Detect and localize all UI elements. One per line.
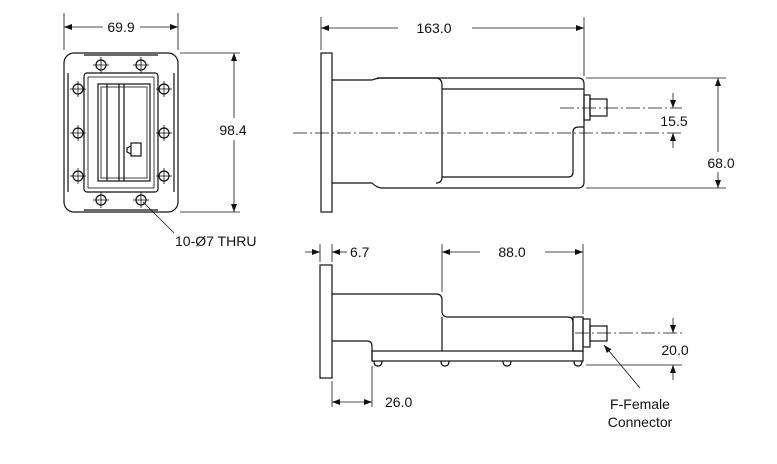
foot-icon: [373, 360, 383, 367]
bolt-hole-icon: [133, 57, 149, 73]
base-offset-dimension: 26.0: [385, 394, 412, 410]
mounting-feet: [373, 360, 583, 367]
mounting-holes: [70, 57, 172, 208]
front-height-dimension: 98.4: [219, 122, 246, 138]
foot-icon: [440, 360, 450, 367]
bolt-hole-icon: [70, 81, 86, 97]
connector-height-dimension: 20.0: [661, 342, 688, 358]
side-view: 6.7 88.0 26.0 20.0 F-Female Connector: [305, 244, 689, 430]
f-female-connector-icon: [589, 325, 608, 342]
connector-note-line2: Connector: [608, 414, 673, 430]
bolt-hole-icon: [93, 192, 109, 208]
connector-note-line1: F-Female: [610, 396, 670, 412]
bolt-hole-icon: [70, 168, 86, 184]
foot-icon: [573, 360, 583, 367]
bolt-hole-icon: [70, 125, 86, 141]
bolt-hole-icon: [156, 125, 172, 141]
bolt-hole-icon: [133, 192, 149, 208]
bolt-hole-icon: [93, 57, 109, 73]
bolt-hole-icon: [156, 81, 172, 97]
body-height-dimension: 68.0: [707, 155, 734, 171]
connector-offset-dimension: 15.5: [660, 113, 687, 129]
bolt-hole-icon: [156, 168, 172, 184]
front-view: 69.9 98.4 10-Ø7 THRU: [63, 13, 256, 249]
top-view: 163.0 15.5 68.0: [293, 17, 735, 213]
front-width-dimension: 69.9: [107, 19, 134, 35]
connector-icon: [589, 98, 608, 117]
probe-icon: [130, 142, 142, 157]
overall-length-dimension: 163.0: [416, 20, 451, 36]
hole-note: 10-Ø7 THRU: [175, 233, 256, 249]
section-length-dimension: 88.0: [498, 244, 525, 260]
foot-icon: [502, 360, 512, 367]
flange-thickness-dimension: 6.7: [350, 244, 370, 260]
